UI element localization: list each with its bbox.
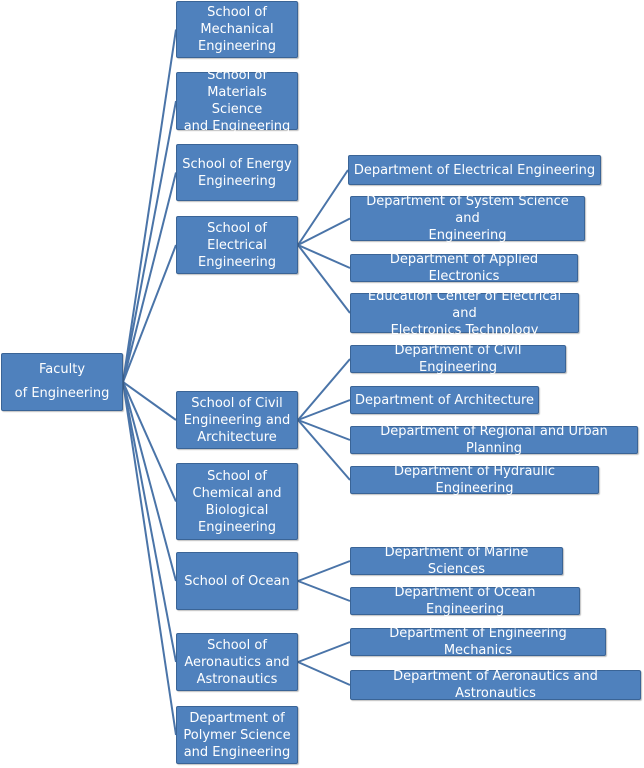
connector-root-to-school: [122, 381, 177, 502]
school-aeronautics-astronautics-node: School of Aeronautics and Astronautics: [176, 633, 298, 691]
faculty-of-engineering-node: Faculty of Engineering: [1, 353, 123, 411]
connector-school-to-department: [297, 217, 351, 246]
dept-applied-electronics-node: Department of Applied Electronics: [350, 252, 578, 284]
connector-root-to-school: [122, 172, 177, 383]
connector-school-to-department: [297, 399, 351, 421]
connector-school-to-department: [297, 419, 351, 481]
connector-school-to-department: [297, 641, 351, 663]
school-mechanical-engineering-node: School of Mechanical Engineering: [176, 1, 298, 58]
connector-root-to-school: [122, 29, 177, 383]
connector-root-to-school: [122, 244, 177, 383]
connector-school-to-department: [297, 169, 349, 246]
dept-marine-sciences-node: Department of Marine Sciences: [350, 545, 563, 577]
school-civil-engineering-architecture-node: School of Civil Engineering and Architec…: [176, 391, 298, 449]
connector-school-to-department: [297, 244, 351, 269]
dept-aeronautics-astronautics-node: Department of Aeronautics and Astronauti…: [350, 669, 641, 701]
school-ocean-node: School of Ocean: [176, 552, 298, 610]
connector-root-to-school: [122, 381, 177, 736]
dept-engineering-mechanics-node: Department of Engineering Mechanics: [350, 626, 606, 658]
connector-school-to-department: [297, 358, 351, 421]
connector-root-to-school: [122, 381, 177, 421]
connector-root-to-school: [122, 381, 177, 663]
connector-root-to-school: [122, 381, 177, 582]
dept-system-science-node: Department of System Science and Enginee…: [350, 194, 585, 243]
dept-electrical-engineering-node: Department of Electrical Engineering: [348, 155, 601, 185]
dept-regional-urban-planning-node: Department of Regional and Urban Plannin…: [350, 424, 638, 456]
dept-hydraulic-engineering-node: Department of Hydraulic Engineering: [350, 464, 599, 496]
dept-ocean-engineering-node: Department of Ocean Engineering: [350, 585, 580, 617]
education-center-electrical-node: Education Center of Electrical and Elect…: [350, 289, 579, 338]
connector-school-to-department: [297, 661, 351, 686]
connector-school-to-department: [297, 560, 351, 582]
connector-school-to-department: [297, 419, 351, 441]
dept-architecture-node: Department of Architecture: [350, 386, 539, 414]
department-polymer-science-node: Department of Polymer Science and Engine…: [176, 706, 298, 764]
connector-school-to-department: [297, 580, 351, 602]
school-chemical-biological-engineering-node: School of Chemical and Biological Engine…: [176, 463, 298, 540]
connector-root-to-school: [122, 100, 177, 383]
school-energy-engineering-node: School of Energy Engineering: [176, 144, 298, 201]
connector-school-to-department: [297, 244, 351, 314]
dept-civil-engineering-node: Department of Civil Engineering: [350, 343, 566, 375]
school-electrical-engineering-node: School of Electrical Engineering: [176, 216, 298, 274]
school-materials-science-node: School of Materials Science and Engineer…: [176, 68, 298, 134]
